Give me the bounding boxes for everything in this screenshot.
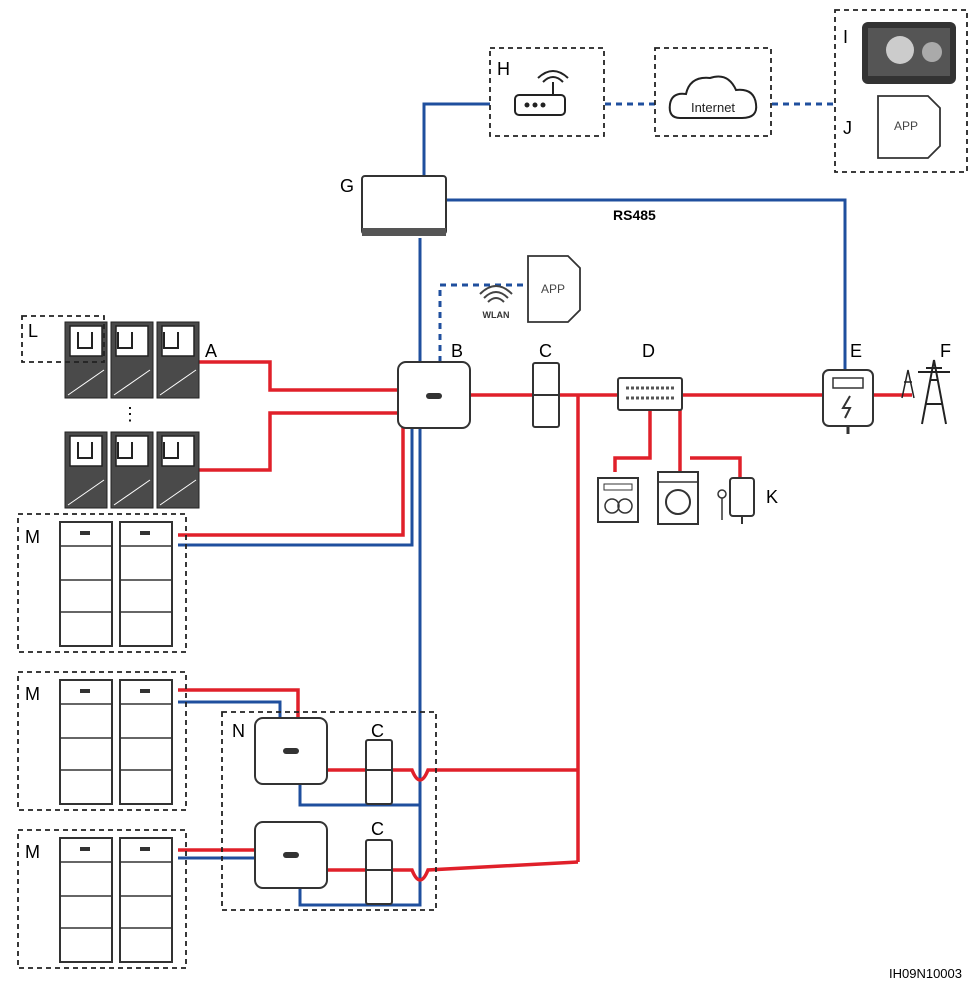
monitor-icon (862, 22, 956, 84)
pv-string-bottom (65, 432, 199, 508)
label-K: K (766, 487, 778, 507)
battery-icon (60, 680, 172, 804)
label-E: E (850, 341, 862, 361)
breaker-icon (366, 840, 392, 904)
dishwasher-icon (598, 478, 638, 522)
label-M-3: M (25, 842, 40, 862)
washing-machine-icon (658, 472, 698, 524)
label-D: D (642, 341, 655, 361)
label-A: A (205, 341, 217, 361)
internet-text: Internet (691, 100, 735, 115)
inverter-icon (398, 362, 470, 428)
figure-id: IH09N10003 (889, 966, 962, 981)
smartlogger-device (362, 176, 446, 236)
battery-icon (60, 522, 172, 646)
comm-dashed-lines (440, 104, 835, 362)
label-B: B (451, 341, 463, 361)
app-top-text: APP (541, 282, 565, 296)
water-heater-icon (718, 478, 754, 524)
wifi-icon (480, 286, 512, 302)
label-N: N (232, 721, 245, 741)
router-icon (515, 71, 568, 115)
inverter-icon (255, 718, 327, 784)
app-cloud-text: APP (894, 119, 918, 133)
grid-tower-icon (902, 360, 950, 424)
label-G: G (340, 176, 354, 196)
label-H: H (497, 59, 510, 79)
breaker-icon (533, 363, 559, 427)
breaker-icon (366, 740, 392, 804)
label-M-2: M (25, 684, 40, 704)
label-F: F (940, 341, 951, 361)
label-M-1: M (25, 527, 40, 547)
power-lines (178, 362, 912, 880)
pv-string-top (65, 322, 199, 398)
label-I: I (843, 27, 848, 47)
wlan-text: WLAN (483, 310, 510, 320)
label-C-main: C (539, 341, 552, 361)
label-C-n1: C (371, 721, 384, 741)
meter-icon (823, 370, 873, 434)
optimizer-icon (70, 326, 194, 356)
pv-ellipsis: ⋮ (121, 404, 139, 424)
distribution-box-icon (618, 378, 682, 410)
rs485-label: RS485 (613, 207, 656, 223)
battery-icon (60, 838, 172, 962)
label-L: L (28, 321, 38, 341)
label-C-n2: C (371, 819, 384, 839)
inverter-icon (255, 822, 327, 888)
label-J: J (843, 118, 852, 138)
